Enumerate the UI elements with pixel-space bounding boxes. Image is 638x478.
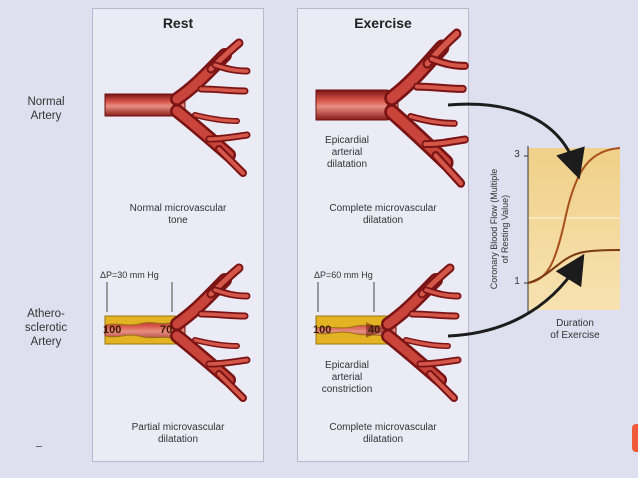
exercise-pressure-bracket — [317, 282, 375, 312]
rest-pressure-bracket — [106, 282, 173, 312]
blood-flow-graph — [524, 146, 621, 312]
rest-pressure-out: 70 — [160, 324, 173, 336]
rest-column-title: Rest — [162, 15, 194, 31]
rest-pressure-in: 100 — [103, 324, 122, 336]
exercise-pressure-in: 100 — [313, 324, 332, 336]
rest-normal-artery — [104, 43, 247, 173]
margin-dash — [36, 446, 42, 447]
atherosclerotic-flow-curve — [527, 249, 621, 284]
graph-ytick-3: 3 — [514, 149, 520, 160]
athero-to-graph-arrow — [447, 253, 585, 338]
row-label-atherosclerotic-artery: Athero- sclerotic Artery — [24, 308, 68, 348]
exercise-normal-artery — [315, 34, 465, 184]
exercise-pressure-out: 40 — [368, 324, 381, 336]
exercise-athero-caption: Complete microvascular dilatation — [329, 422, 437, 445]
rest-athero-caption: Partial microvascular dilatation — [131, 422, 225, 445]
exercise-delta-p: ΔP=60 mm Hg — [314, 270, 373, 280]
normal-to-graph-arrow — [447, 102, 585, 180]
exercise-epicardial-dilatation-label: Epicardial arterial dilatation — [325, 135, 369, 170]
rest-delta-p: ΔP=30 mm Hg — [100, 270, 159, 280]
graph-y-axis-label: Coronary Blood Flow (Multiple of Resting… — [489, 168, 510, 290]
exercise-column-title: Exercise — [354, 15, 412, 31]
rest-normal-caption: Normal microvascular tone — [129, 203, 227, 226]
row-label-normal-artery: Normal Artery — [27, 96, 65, 122]
exercise-epicardial-constriction-label: Epicardial arterial constriction — [321, 360, 373, 395]
exercise-normal-caption: Complete microvascular dilatation — [329, 203, 437, 226]
graph-x-axis-label: Duration of Exercise — [550, 318, 600, 341]
graph-plot-area — [528, 148, 620, 310]
edge-tab — [632, 424, 638, 452]
exercise-atherosclerotic-artery — [315, 268, 458, 398]
rest-atherosclerotic-artery — [104, 268, 247, 398]
graph-ytick-1: 1 — [514, 276, 520, 287]
